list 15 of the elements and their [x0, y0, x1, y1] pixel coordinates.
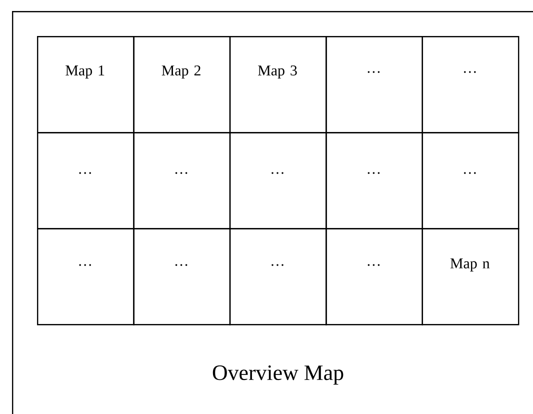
map-cell: …: [422, 132, 520, 230]
map-cell: …: [133, 132, 231, 230]
map-cell: Map 1: [37, 36, 134, 134]
map-cell: …: [326, 132, 423, 230]
map-cell: …: [229, 228, 327, 326]
map-cell: …: [229, 132, 327, 230]
map-cell: …: [37, 132, 134, 230]
map-cell: Map 2: [133, 36, 231, 134]
map-cell: …: [422, 36, 520, 134]
map-cell: …: [326, 228, 423, 326]
map-cell: Map 3: [229, 36, 327, 134]
map-cell: …: [326, 36, 423, 134]
map-cell: …: [133, 228, 231, 326]
map-cell: Map n: [422, 228, 520, 326]
map-cell: …: [37, 228, 134, 326]
